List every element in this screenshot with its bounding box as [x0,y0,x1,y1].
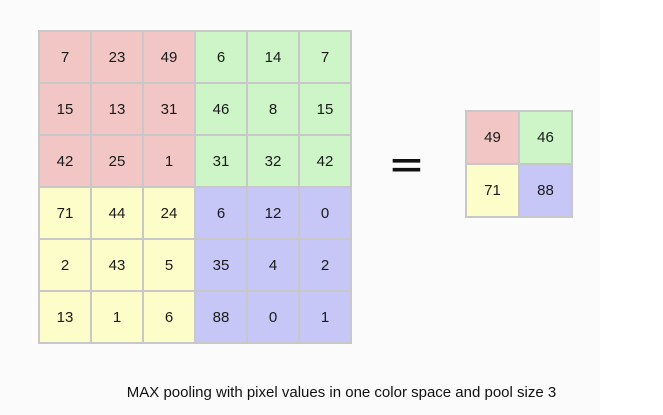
input-cell: 24 [144,188,196,240]
input-cell: 42 [40,136,92,188]
input-cell: 1 [92,292,144,344]
input-cell: 6 [144,292,196,344]
input-cell: 25 [92,136,144,188]
input-cell: 13 [40,292,92,344]
input-cell: 2 [300,240,352,292]
input-cell: 88 [196,292,248,344]
input-cell: 49 [144,32,196,84]
output-cell: 46 [520,112,573,165]
input-cell: 44 [92,188,144,240]
input-cell: 46 [196,84,248,136]
input-cell: 13 [92,84,144,136]
output-cell: 71 [467,165,520,218]
input-cell: 31 [196,136,248,188]
input-cell: 1 [144,136,196,188]
input-cell: 32 [248,136,300,188]
equals-sign: = [388,139,425,190]
input-cell: 12 [248,188,300,240]
input-cell: 6 [196,188,248,240]
input-cell: 0 [248,292,300,344]
input-cell: 7 [300,32,352,84]
input-cell: 42 [300,136,352,188]
input-cell: 6 [196,32,248,84]
input-cell: 8 [248,84,300,136]
input-cell: 1 [300,292,352,344]
input-cell: 5 [144,240,196,292]
input-cell: 35 [196,240,248,292]
input-cell: 0 [300,188,352,240]
input-cell: 43 [92,240,144,292]
input-cell: 23 [92,32,144,84]
input-cell: 71 [40,188,92,240]
input-cell: 2 [40,240,92,292]
caption: MAX pooling with pixel values in one col… [126,384,557,401]
input-cell: 15 [300,84,352,136]
input-cell: 15 [40,84,92,136]
input-cell: 4 [248,240,300,292]
input-cell: 14 [248,32,300,84]
input-cell: 7 [40,32,92,84]
output-cell: 88 [520,165,573,218]
output-cell: 49 [467,112,520,165]
input-cell: 31 [144,84,196,136]
